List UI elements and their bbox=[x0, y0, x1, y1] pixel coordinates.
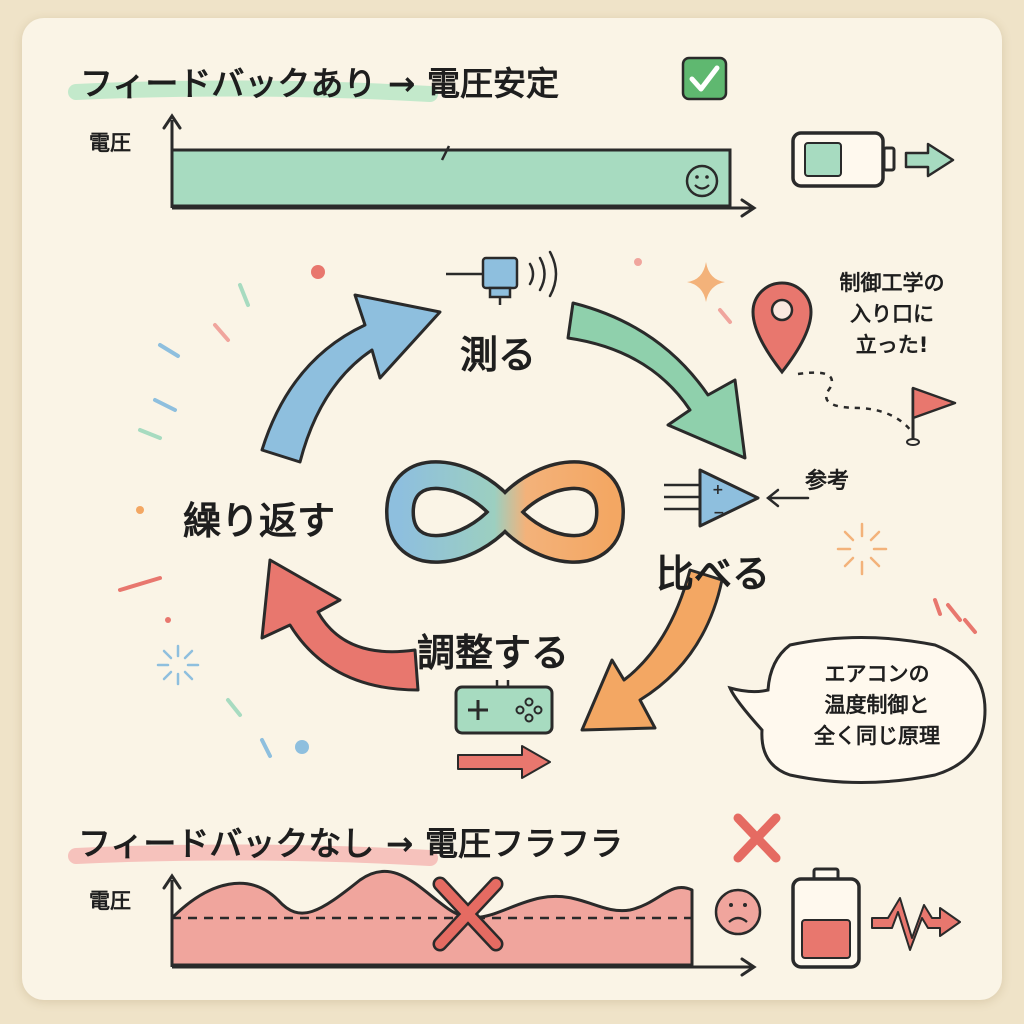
svg-text:+: + bbox=[712, 482, 724, 498]
big-cross-icon bbox=[432, 876, 504, 952]
adjust-arrow bbox=[260, 558, 420, 692]
bottom-title: フィードバックなし → 電圧フラフラ bbox=[78, 824, 623, 863]
repeat-label: 繰り返す bbox=[183, 499, 336, 543]
side-note: 制御工学の 入り口に 立った! bbox=[822, 268, 962, 361]
bottom-title-highlight bbox=[68, 844, 438, 866]
adjust-output-arrow-icon bbox=[457, 745, 551, 779]
sparkle-icon bbox=[687, 262, 725, 302]
cross-icon bbox=[733, 813, 781, 863]
burst-icon bbox=[156, 644, 200, 686]
top-title-highlight bbox=[68, 80, 438, 102]
compare-arrow bbox=[580, 568, 724, 732]
stable-voltage-band bbox=[170, 148, 732, 208]
dots-decoration bbox=[136, 258, 642, 754]
sad-face-icon bbox=[714, 888, 762, 936]
full-battery-icon bbox=[791, 131, 896, 188]
sensor-icon bbox=[446, 250, 558, 305]
confetti-decoration bbox=[118, 283, 977, 758]
repeat-arrow bbox=[260, 293, 442, 464]
dotted-path bbox=[797, 371, 913, 433]
speech-line3: 全く同じ原理 bbox=[814, 724, 940, 748]
output-arrow-icon bbox=[904, 142, 955, 178]
compare-label: 比べる bbox=[656, 552, 771, 596]
adjust-label: 調整する bbox=[417, 631, 570, 675]
top-voltage-chart bbox=[162, 113, 757, 218]
reference-label: 参考 bbox=[805, 469, 850, 494]
check-icon bbox=[681, 56, 728, 101]
location-pin-icon bbox=[751, 281, 813, 375]
zigzag-arrow-icon bbox=[871, 897, 961, 951]
smile-face-icon bbox=[685, 164, 719, 198]
comparator-icon: + − bbox=[664, 468, 810, 528]
side-note-line3: 立った! bbox=[855, 333, 929, 357]
svg-text:−: − bbox=[713, 505, 725, 521]
speech-line2: 温度制御と bbox=[824, 693, 930, 717]
side-note-line2: 入り口に bbox=[850, 302, 934, 326]
measure-label: 測る bbox=[460, 333, 537, 377]
low-battery-icon bbox=[791, 867, 861, 969]
bottom-voltage-chart bbox=[162, 869, 757, 977]
measure-arrow bbox=[566, 301, 747, 460]
side-note-line1: 制御工学の bbox=[839, 271, 945, 295]
speech-bubble bbox=[727, 636, 987, 784]
speech-line1: エアコンの bbox=[824, 662, 930, 686]
top-axis-label: 電圧 bbox=[89, 131, 131, 155]
burst-icon bbox=[836, 522, 888, 576]
bottom-axis-label: 電圧 bbox=[89, 889, 131, 913]
infinity-loop-icon bbox=[385, 460, 625, 564]
game-controller-icon bbox=[454, 680, 554, 735]
speech-bubble-text: エアコンの 温度制御と 全く同じ原理 bbox=[782, 659, 972, 752]
goal-flag-icon bbox=[906, 386, 957, 446]
top-title: フィードバックあり → 電圧安定 bbox=[80, 64, 559, 103]
